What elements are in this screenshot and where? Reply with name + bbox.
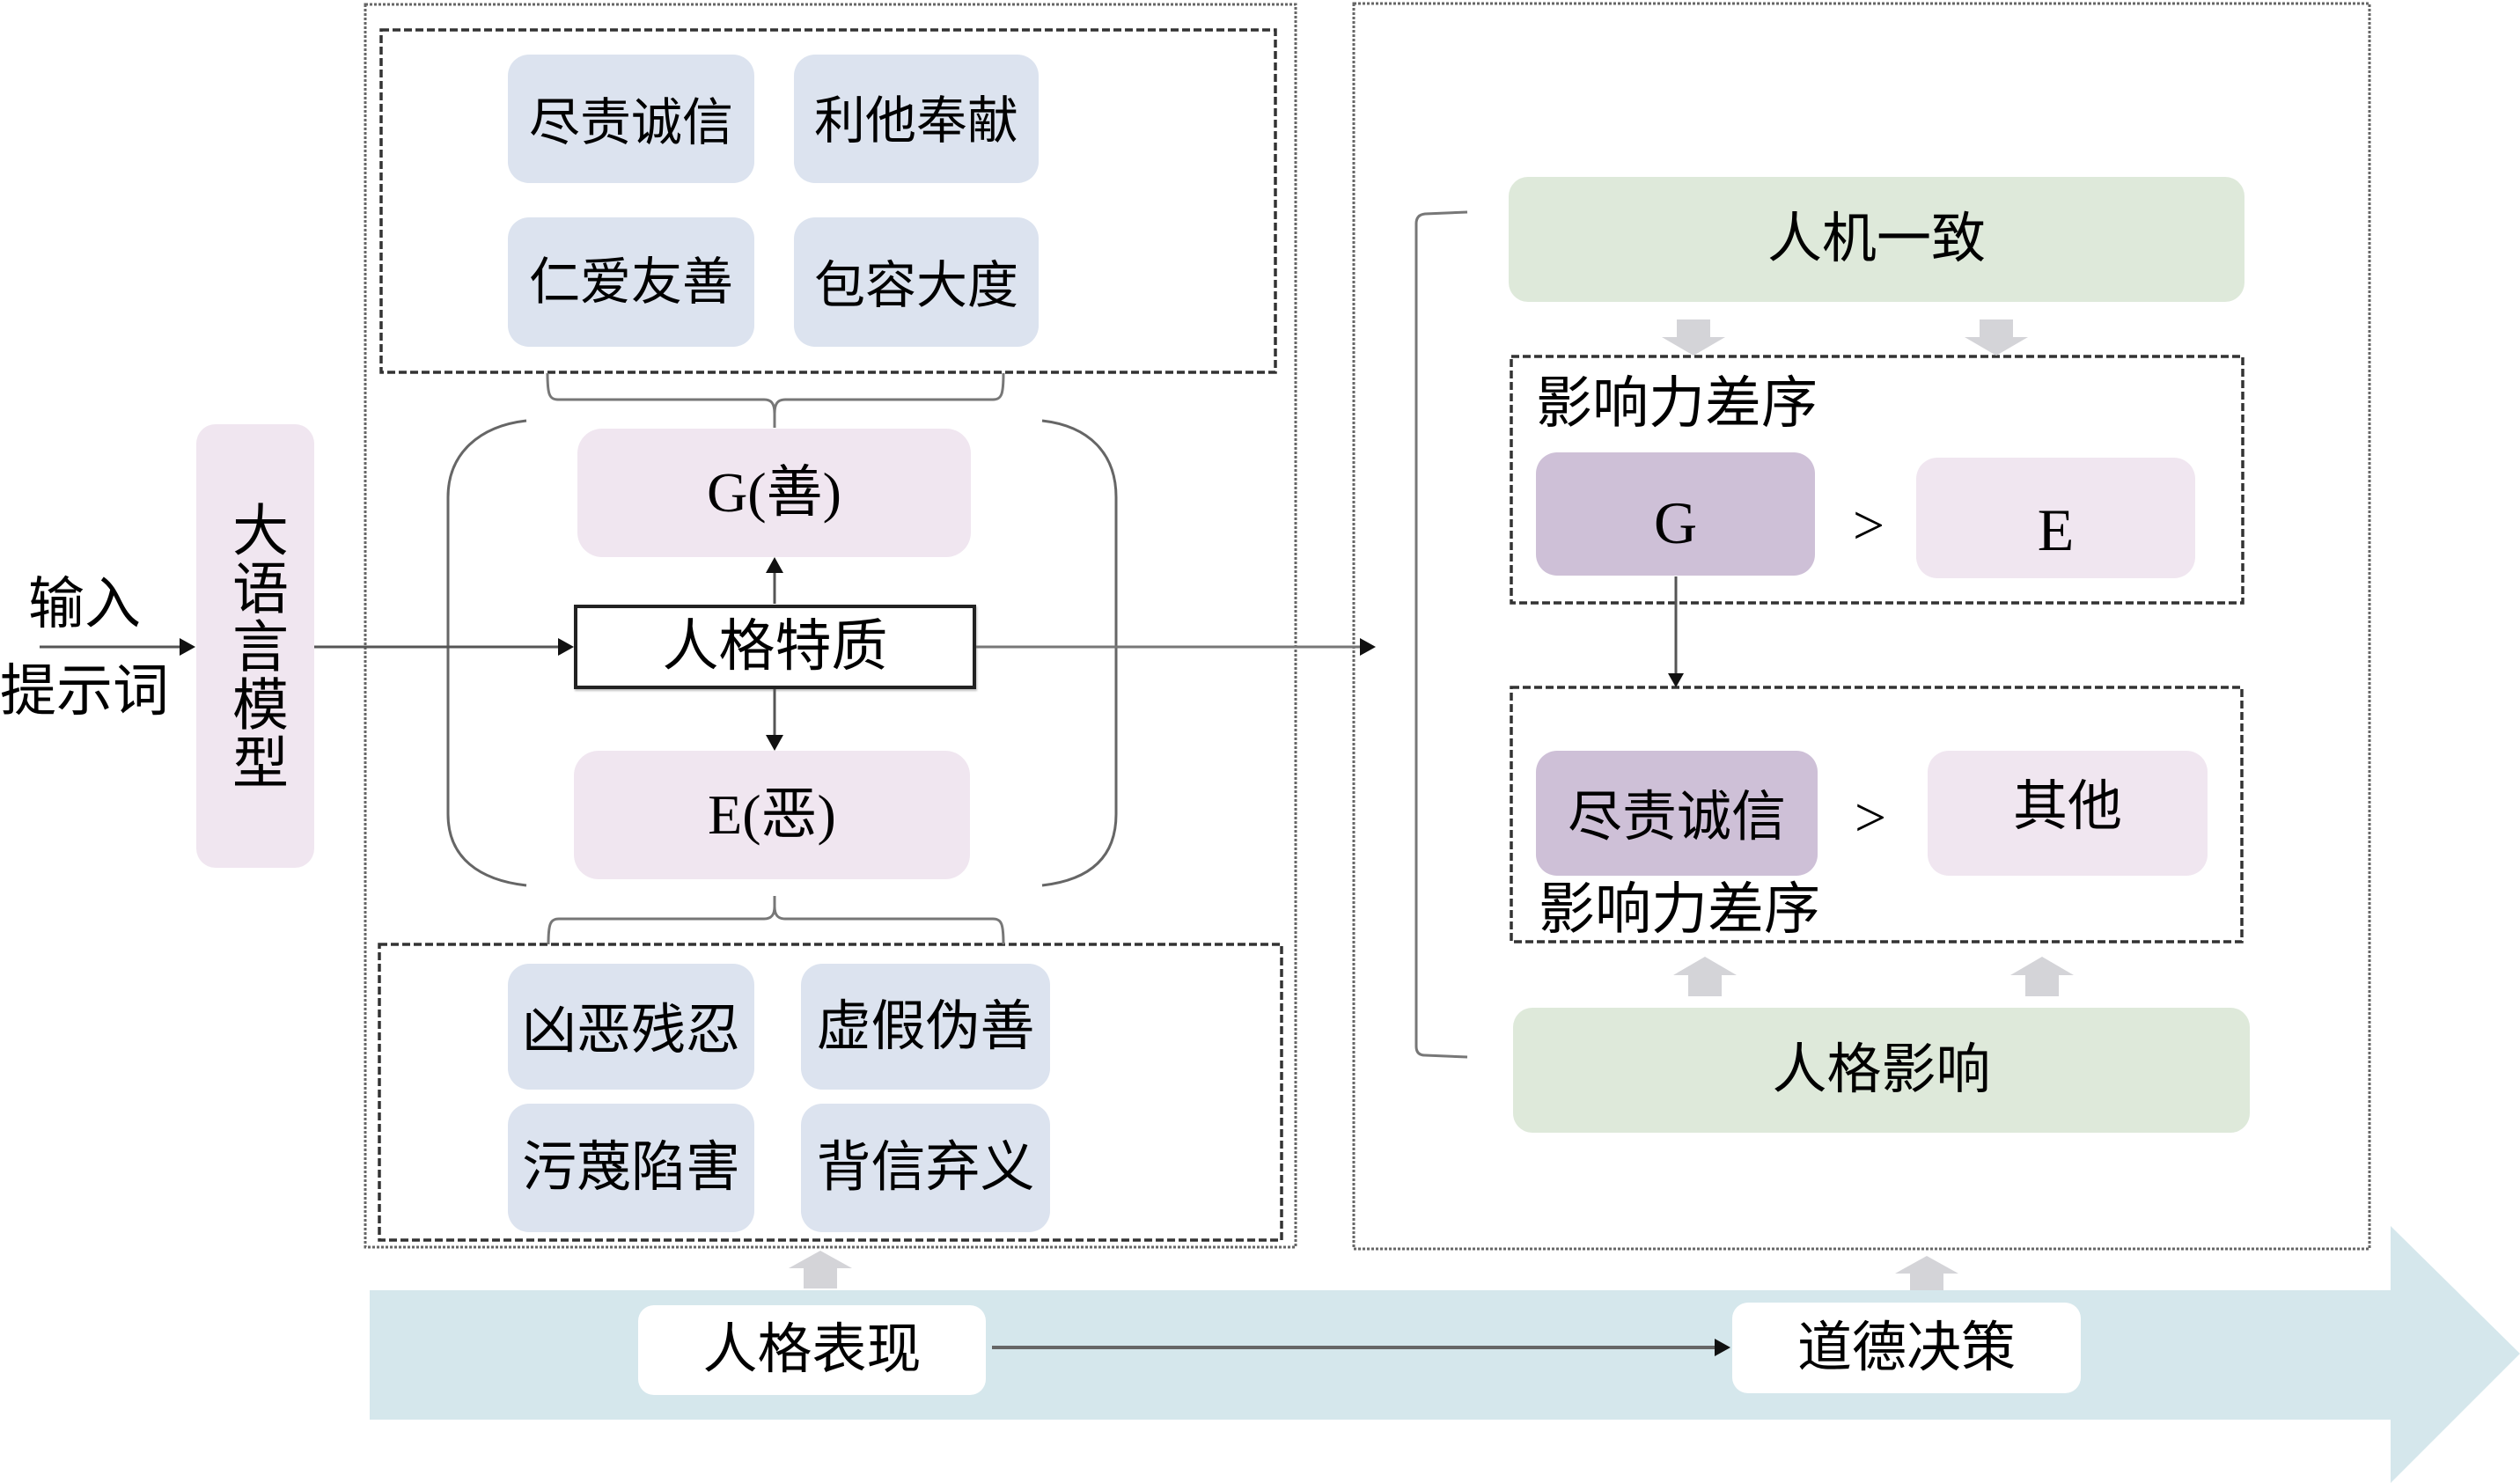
evil-trait-box: 虚假伪善 bbox=[801, 964, 1050, 1090]
good-trait-label: 仁爱友善 bbox=[528, 253, 733, 311]
good-trait-label: 尽责诚信 bbox=[528, 94, 733, 151]
llm-box: 大语言模型 bbox=[196, 424, 314, 868]
order-bottom-dominant-box: 尽责诚信 bbox=[1536, 751, 1818, 876]
evil-trait-box: 背信弃义 bbox=[801, 1104, 1050, 1232]
timeline-start-box: 人格表现 bbox=[638, 1305, 986, 1395]
evil-trait-box: 凶恶残忍 bbox=[508, 964, 754, 1090]
llm-label: 大语言模型 bbox=[224, 501, 287, 791]
order-bottom-secondary-label: 其他 bbox=[2012, 777, 2122, 837]
evil-trait-box: 污蔑陷害 bbox=[508, 1104, 754, 1232]
good-trait-box: 仁爱友善 bbox=[508, 217, 754, 347]
evil-trait-label: 污蔑陷害 bbox=[521, 1138, 740, 1198]
good-trait-box: 包容大度 bbox=[794, 217, 1039, 347]
evil-trait-label: 凶恶残忍 bbox=[521, 1000, 740, 1061]
influence-order-top-title: 影响力差序 bbox=[1536, 372, 1818, 435]
good-trait-box: 利他奉献 bbox=[794, 55, 1039, 183]
timeline-start-label: 人格表现 bbox=[702, 1320, 922, 1380]
influence-order-bottom-title: 影响力差序 bbox=[1539, 878, 1820, 941]
evil-node-label: E(恶) bbox=[708, 783, 836, 846]
order-bottom-secondary-box: 其他 bbox=[1928, 751, 2208, 876]
timeline-band-arrow bbox=[370, 1226, 2520, 1483]
influence-label: 人格影响 bbox=[1772, 1040, 1991, 1100]
alignment-label: 人机一致 bbox=[1767, 209, 1986, 269]
order-bottom-dominant-label: 尽责诚信 bbox=[1567, 788, 1786, 848]
order-top-dominant-box: G bbox=[1536, 452, 1815, 576]
order-bottom-comparator: > bbox=[1855, 786, 1887, 848]
input-label-line1: 输入 bbox=[28, 573, 141, 635]
timeline-end-box: 道德决策 bbox=[1732, 1303, 2081, 1393]
order-top-dominant-label: G bbox=[1653, 489, 1698, 556]
good-trait-box: 尽责诚信 bbox=[508, 55, 754, 183]
evil-trait-label: 虚假伪善 bbox=[816, 996, 1035, 1057]
order-top-secondary-label: E bbox=[2037, 496, 2075, 563]
personality-trait-label: 人格特质 bbox=[662, 615, 888, 678]
good-node: G(善) bbox=[577, 429, 971, 557]
order-top-comparator: > bbox=[1853, 494, 1885, 556]
good-trait-label: 包容大度 bbox=[813, 256, 1018, 314]
order-top-secondary-box: E bbox=[1916, 458, 2195, 578]
evil-node: E(恶) bbox=[574, 751, 970, 879]
personality-trait-node: 人格特质 bbox=[574, 605, 976, 689]
evil-trait-label: 背信弃义 bbox=[816, 1138, 1035, 1198]
influence-box: 人格影响 bbox=[1513, 1008, 2250, 1133]
timeline-end-label: 道德决策 bbox=[1796, 1318, 2016, 1378]
good-node-label: G(善) bbox=[707, 461, 841, 524]
alignment-box: 人机一致 bbox=[1509, 177, 2244, 302]
good-trait-label: 利他奉献 bbox=[813, 92, 1018, 150]
input-label-line2: 提示词 bbox=[0, 660, 169, 723]
